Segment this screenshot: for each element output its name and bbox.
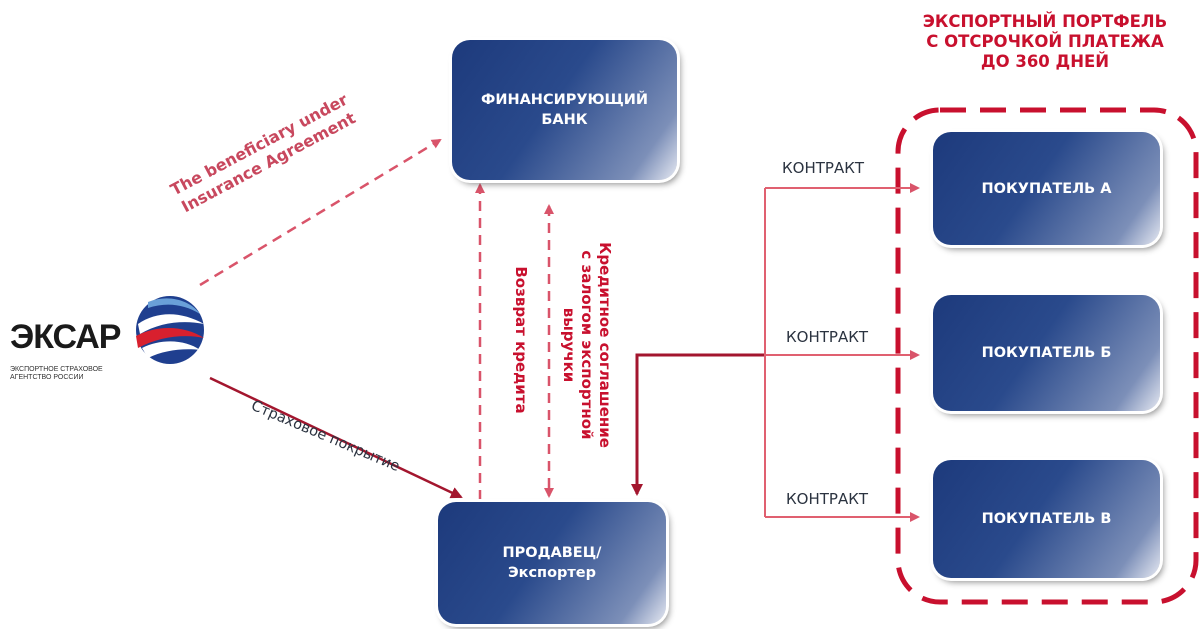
financing-bank-box: ФИНАНСИРУЮЩИЙ БАНК [452,40,677,180]
portfolio-frame [895,107,1199,605]
insurance-cover-arrow [209,376,463,499]
buyer-a-box: ПОКУПАТЕЛЬ А [933,132,1160,245]
seller-exporter-box: ПРОДАВЕЦ/ Экспортер [438,502,666,624]
credit-agreement-label: Кредитное соглашение с залогом экспортно… [560,242,614,448]
contract-a-label: КОНТРАКТ [782,159,865,177]
escar-logo-name: ЭКСАР [10,318,121,356]
buyer-c-box: ПОКУПАТЕЛЬ В [933,460,1160,578]
escar-logo-subtitle: ЭКСПОРТНОЕ СТРАХОВОЕ АГЕНТСТВО РОССИИ [10,366,103,381]
beneficiary-arrow [199,138,442,287]
contract-b-label: КОНТРАКТ [786,328,869,346]
contract-c-label: КОНТРАКТ [786,490,869,508]
revenue-arrow [631,353,765,496]
loan-repayment-label: Возврат кредита [512,266,530,414]
buyer-b-box: ПОКУПАТЕЛЬ Б [933,295,1160,411]
portfolio-title: ЭКСПОРТНЫЙ ПОРТФЕЛЬ С ОТСРОЧКОЙ ПЛАТЕЖА … [922,12,1168,71]
escar-logo-icon [136,296,204,364]
